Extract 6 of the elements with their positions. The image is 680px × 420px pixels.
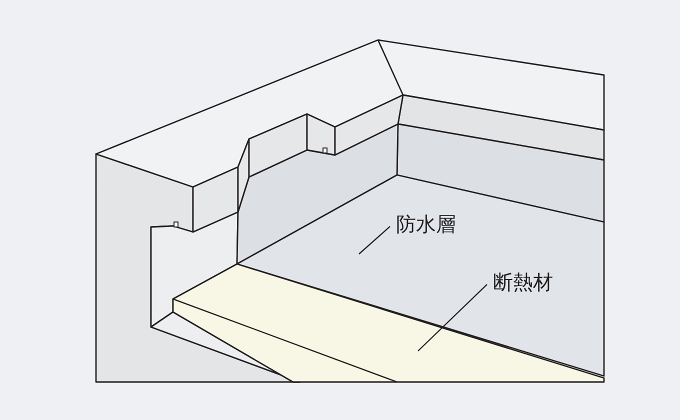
leader-line — [358, 226, 390, 254]
waterproof-layer — [236, 174, 605, 377]
insulation-board — [172, 263, 605, 383]
leader-line — [418, 284, 488, 352]
part-label: 防水層 — [396, 212, 456, 236]
part-label: 断熱材 — [493, 270, 553, 294]
